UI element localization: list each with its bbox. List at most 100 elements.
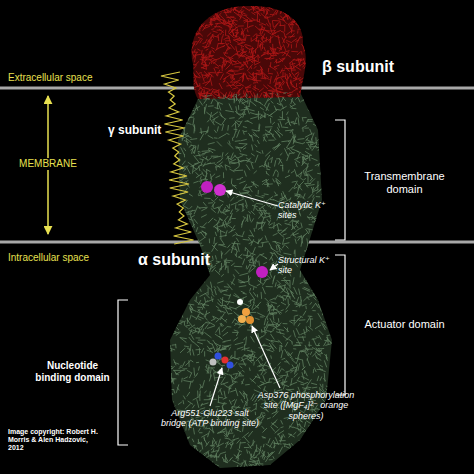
texture-stroke <box>247 99 248 103</box>
texture-stroke <box>211 208 216 212</box>
texture-stroke <box>291 378 292 386</box>
texture-stroke <box>193 368 195 376</box>
texture-stroke <box>208 202 213 203</box>
texture-stroke <box>197 354 200 355</box>
texture-stroke <box>330 127 334 132</box>
texture-stroke <box>190 206 192 209</box>
texture-stroke <box>170 286 172 289</box>
texture-stroke <box>243 239 250 241</box>
texture-stroke <box>322 239 324 244</box>
texture-stroke <box>165 439 166 447</box>
texture-stroke <box>167 402 173 406</box>
texture-stroke <box>258 246 261 247</box>
texture-stroke <box>207 120 209 122</box>
texture-stroke <box>167 303 173 304</box>
texture-stroke <box>217 224 219 232</box>
texture-stroke <box>221 263 222 270</box>
texture-stroke <box>236 160 244 163</box>
texture-stroke <box>248 443 252 448</box>
texture-stroke <box>310 146 317 147</box>
texture-stroke <box>162 334 168 337</box>
texture-stroke <box>302 460 305 466</box>
texture-stroke <box>297 112 299 117</box>
texture-stroke <box>245 384 250 386</box>
texture-stroke <box>323 128 325 131</box>
texture-stroke <box>231 183 237 188</box>
texture-stroke <box>269 214 271 219</box>
texture-stroke <box>192 439 194 442</box>
texture-stroke <box>312 303 316 308</box>
texture-stroke <box>315 465 321 466</box>
texture-stroke <box>182 369 185 371</box>
texture-stroke <box>262 195 265 196</box>
texture-stroke <box>169 318 170 323</box>
texture-stroke <box>268 438 270 443</box>
texture-stroke <box>176 447 179 450</box>
texture-stroke <box>235 96 239 102</box>
texture-stroke <box>196 349 201 350</box>
texture-stroke <box>322 101 325 107</box>
texture-stroke <box>326 229 328 236</box>
texture-stroke <box>181 441 184 444</box>
texture-stroke <box>190 360 193 362</box>
texture-stroke <box>256 355 262 361</box>
texture-stroke <box>211 451 218 453</box>
texture-stroke <box>325 344 331 346</box>
texture-stroke <box>298 236 302 241</box>
texture-stroke <box>229 140 230 144</box>
texture-stroke <box>262 287 265 294</box>
texture-stroke <box>247 350 256 352</box>
texture-stroke <box>187 471 189 474</box>
texture-stroke <box>262 150 264 154</box>
texture-stroke <box>329 152 332 156</box>
texture-stroke <box>239 286 246 287</box>
texture-stroke <box>302 271 308 274</box>
texture-stroke <box>329 302 333 304</box>
texture-stroke <box>218 134 226 138</box>
texture-stroke <box>256 222 257 229</box>
texture-stroke <box>220 112 223 118</box>
texture-stroke <box>315 425 321 431</box>
texture-stroke <box>235 388 237 396</box>
texture-stroke <box>194 156 199 163</box>
texture-stroke <box>204 391 206 393</box>
texture-stroke <box>282 358 286 359</box>
texture-stroke <box>323 301 325 305</box>
texture-stroke <box>250 312 257 313</box>
texture-stroke <box>227 143 233 149</box>
texture-stroke <box>304 271 309 273</box>
texture-stroke <box>291 121 294 122</box>
texture-stroke <box>327 453 332 454</box>
texture-stroke <box>277 323 282 328</box>
texture-stroke <box>170 226 176 227</box>
texture-stroke <box>198 366 199 370</box>
texture-stroke <box>263 262 267 264</box>
texture-stroke <box>322 252 326 255</box>
texture-stroke <box>194 219 198 224</box>
texture-stroke <box>333 375 334 379</box>
texture-stroke <box>266 286 273 287</box>
texture-stroke <box>240 470 241 474</box>
texture-stroke <box>319 275 326 277</box>
texture-stroke <box>231 399 235 401</box>
texture-stroke <box>206 469 209 474</box>
texture-stroke <box>286 143 290 148</box>
texture-stroke <box>283 323 288 324</box>
texture-stroke <box>235 374 237 379</box>
texture-stroke <box>326 232 331 233</box>
texture-stroke <box>248 211 251 213</box>
texture-stroke <box>268 220 270 224</box>
texture-stroke <box>249 265 256 266</box>
texture-stroke <box>320 240 325 245</box>
texture-stroke <box>318 147 321 150</box>
texture-stroke <box>279 223 282 225</box>
texture-stroke <box>186 108 194 109</box>
texture-stroke <box>174 239 182 242</box>
texture-stroke <box>172 317 179 319</box>
texture-stroke <box>303 382 307 384</box>
texture-stroke <box>262 179 269 184</box>
texture-stroke <box>269 205 271 208</box>
texture-stroke <box>235 342 244 344</box>
texture-stroke <box>233 435 235 438</box>
texture-stroke <box>247 254 252 258</box>
